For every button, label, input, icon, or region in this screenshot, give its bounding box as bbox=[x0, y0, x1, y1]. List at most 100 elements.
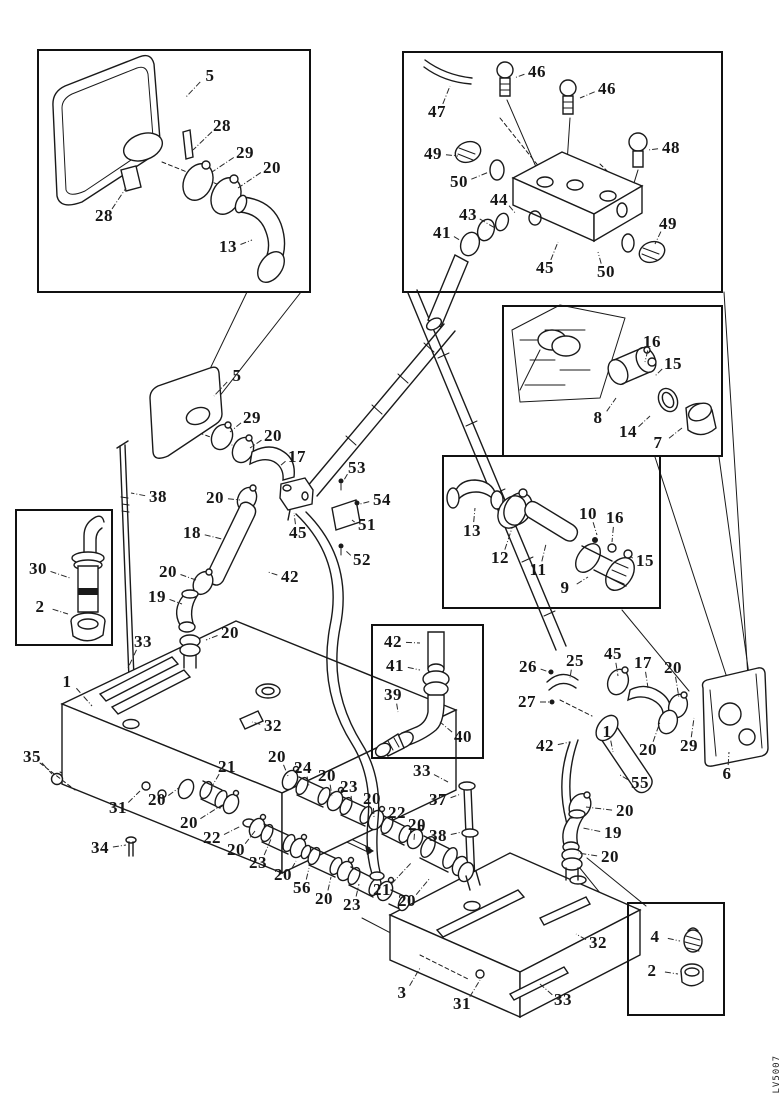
tank-strap bbox=[508, 966, 570, 1001]
inset-filter-location-detail bbox=[511, 304, 717, 436]
inset-pickup-detail bbox=[70, 515, 106, 642]
callout-leader bbox=[450, 793, 462, 799]
callout-leader bbox=[557, 741, 571, 746]
callout-leader bbox=[213, 381, 228, 397]
inset-shield-detail bbox=[52, 54, 286, 283]
inset-manifold-detail bbox=[423, 59, 666, 331]
callout-leader bbox=[539, 983, 553, 996]
callout-leader bbox=[469, 979, 481, 998]
callout-leader bbox=[127, 790, 141, 803]
center-assembly bbox=[149, 366, 385, 881]
part-callout-21: 21 bbox=[373, 880, 391, 899]
callout-leader bbox=[471, 171, 490, 180]
callout-leader bbox=[41, 762, 53, 775]
callout-leader bbox=[479, 218, 496, 229]
callout-leader bbox=[409, 967, 421, 986]
callout-leader bbox=[667, 937, 681, 942]
part-callout-20: 20 bbox=[616, 801, 634, 820]
callout-leader bbox=[407, 666, 421, 671]
callout-leader bbox=[610, 740, 614, 753]
part-callout-5: 5 bbox=[205, 66, 215, 85]
elbow-40 bbox=[401, 694, 445, 747]
callout-leader bbox=[52, 608, 69, 615]
callout-leader bbox=[372, 807, 375, 818]
fitting-46 bbox=[496, 61, 514, 79]
callout-leader bbox=[445, 154, 459, 157]
callout-leader bbox=[329, 784, 333, 797]
part-callout-20: 20 bbox=[263, 158, 281, 177]
callout-leader bbox=[508, 205, 517, 215]
callout-leader bbox=[654, 368, 663, 377]
part-callout-20: 20 bbox=[664, 658, 682, 677]
tube-42 bbox=[427, 631, 445, 669]
part-callout-48: 48 bbox=[662, 138, 680, 157]
callout-leader bbox=[237, 172, 262, 189]
part-callout-44: 44 bbox=[490, 190, 508, 209]
callout-leader bbox=[668, 427, 683, 439]
callout-leader bbox=[229, 422, 242, 433]
part-callout-15: 15 bbox=[664, 354, 682, 373]
callout-leader bbox=[577, 852, 598, 857]
fitting-49 bbox=[454, 140, 482, 164]
filter-9 bbox=[574, 542, 602, 574]
part-callout-37: 37 bbox=[429, 790, 447, 809]
part-callout-33: 33 bbox=[413, 761, 431, 780]
callout-leader bbox=[283, 764, 289, 777]
part-callout-7: 7 bbox=[653, 433, 663, 452]
callout-leader bbox=[327, 876, 332, 891]
part-callout-1: 1 bbox=[602, 722, 612, 741]
callout-leader bbox=[654, 231, 662, 245]
callout-leader bbox=[453, 236, 464, 243]
inset-boxes bbox=[15, 49, 725, 1016]
part-callout-32: 32 bbox=[589, 933, 607, 952]
inset-box bbox=[15, 509, 113, 646]
part-callout-31: 31 bbox=[453, 994, 471, 1013]
part-callout-45: 45 bbox=[536, 258, 554, 277]
part-callout-29: 29 bbox=[236, 143, 254, 162]
callout-leader bbox=[279, 460, 286, 467]
callout-leader bbox=[415, 877, 431, 895]
part-callout-31: 31 bbox=[109, 798, 127, 817]
part-callout-12: 12 bbox=[491, 548, 509, 567]
callout-leader bbox=[540, 668, 550, 673]
part-callout-2: 2 bbox=[647, 961, 657, 980]
part-callout-34: 34 bbox=[91, 838, 109, 857]
inset-breather-detail bbox=[680, 927, 704, 987]
part-callout-24: 24 bbox=[294, 758, 312, 777]
part-callout-18: 18 bbox=[183, 523, 201, 542]
part-callout-4: 4 bbox=[650, 927, 660, 946]
callout-leader bbox=[205, 635, 218, 641]
part-callout-16: 16 bbox=[606, 508, 624, 527]
plate-51 bbox=[331, 499, 361, 531]
callout-leader bbox=[592, 522, 598, 536]
part-callout-11: 11 bbox=[529, 560, 547, 579]
part-callout-52: 52 bbox=[353, 550, 371, 569]
callout-leader bbox=[50, 570, 71, 579]
part-callout-41: 41 bbox=[386, 656, 404, 675]
part-callout-20: 20 bbox=[148, 790, 166, 809]
bolt-31 bbox=[141, 781, 151, 791]
callout-leader bbox=[359, 501, 370, 505]
part-callout-45: 45 bbox=[289, 523, 307, 542]
part-callout-32: 32 bbox=[264, 716, 282, 735]
callout-leader bbox=[576, 576, 589, 585]
clamp-50 bbox=[489, 159, 505, 181]
left-fuel-tank bbox=[39, 620, 458, 875]
part-callout-9: 9 bbox=[560, 578, 570, 597]
clamp-50 bbox=[621, 233, 635, 253]
filter-8 bbox=[607, 358, 629, 386]
inset-filter-line-detail bbox=[446, 479, 635, 591]
part-callout-15: 15 bbox=[636, 551, 654, 570]
shield-panel-5 bbox=[149, 366, 223, 459]
callout-leader bbox=[210, 773, 220, 789]
callout-leader bbox=[579, 91, 595, 99]
part-callout-20: 20 bbox=[639, 740, 657, 759]
part-callout-46: 46 bbox=[598, 79, 616, 98]
tank-strap bbox=[435, 889, 526, 938]
part-callout-6: 6 bbox=[722, 764, 732, 783]
callout-leader bbox=[644, 350, 649, 363]
part-callout-50: 50 bbox=[597, 262, 615, 281]
screw-54 bbox=[354, 500, 360, 506]
